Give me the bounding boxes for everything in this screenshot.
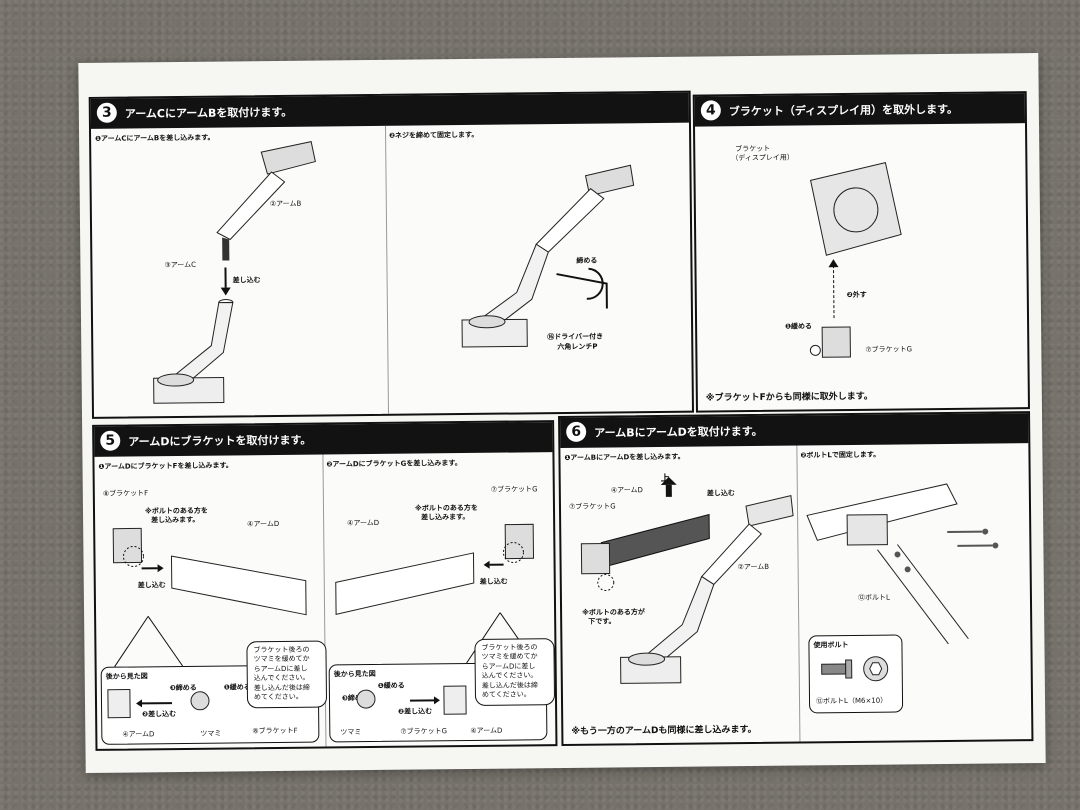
- step3-sub2: ❷ネジを締めて固定します。 締める ⑯ドライバー付き 六角レンチP: [385, 123, 690, 414]
- instruction-callout-f: ブラケット後ろの ツマミを緩めてか らアームDに差し 込んでください。 差し込ん…: [246, 640, 328, 708]
- bracket-g-insert-illustration: [335, 523, 536, 664]
- step6-title: アームBにアームDを取付けます。: [594, 424, 763, 440]
- step6-panel: 6 アームBにアームDを取付けます。 ❶アームBにアームDを差し込みます。 ④ア…: [558, 411, 1034, 747]
- step5-sub2: ❷アームDにブラケットGを差し込みます。 ⑦ブラケットG ※ボルトのある方を 差…: [322, 452, 556, 746]
- step5-number: 5: [100, 430, 121, 451]
- callout-g-line-6: めてください。: [481, 690, 531, 700]
- step3-panel: 3 アームCにアームBを取付けます。 ❶アームCにアームBを差し込みます。 ②ア…: [88, 90, 695, 419]
- step4-panel: 4 ブラケット（ディスプレイ用）を取外します。 ブラケット （ディスプレイ用） …: [692, 91, 1030, 413]
- callout-f-line-6: めてください。: [253, 692, 303, 702]
- instruction-sheet: 3 アームCにアームBを取付けます。 ❶アームCにアームBを差し込みます。 ②ア…: [78, 52, 1046, 774]
- used-bolt-box: 使用ボルト ⑫ボルトL（M6×10）: [808, 634, 904, 714]
- rear-view-g: 後から見た図 ❸締める ❶緩める ❷差し込む ツマミ ⑦ブラケットG ④アームD: [328, 662, 548, 743]
- tighten-label: 締める: [576, 256, 598, 265]
- step5-panel: 5 アームDにブラケットを取付けます。 ❶アームDにブラケットFを差し込みます。…: [92, 420, 558, 751]
- insert-label: 差し込む: [232, 276, 261, 285]
- screw-tighten-illustration: [461, 164, 635, 348]
- step5-header: 5 アームDにブラケットを取付けます。: [94, 422, 553, 457]
- bolt-l-label: ⑫ボルトL: [857, 593, 890, 602]
- bracket-f-insert-illustration: [112, 527, 307, 667]
- bolt-spec-label: ⑫ボルトL（M6×10）: [815, 696, 888, 706]
- knob-illustration-g: [356, 685, 467, 715]
- step3-sub1: ❶アームCにアームBを差し込みます。 ②アームB 差し込む ③アームC: [90, 125, 389, 417]
- step5-sub1: ❶アームDにブラケットFを差し込みます。 ⑧ブラケットF ※ボルトのある方を 差…: [94, 454, 328, 749]
- step4-note: ※ブラケットFからも同様に取外します。: [705, 391, 873, 404]
- step6-sub1: ❶アームBにアームDを差し込みます。 ④アームD 上 差し込む ⑦ブラケットG …: [560, 445, 801, 745]
- bolt-fix-illustration: [806, 483, 999, 645]
- arm-c-label: ③アームC: [164, 260, 197, 270]
- knob-illustration-f: [107, 689, 210, 719]
- loosen-label: ❶緩める: [785, 322, 813, 331]
- display-bracket-illustration: [809, 161, 902, 358]
- bracket-g-label: ⑦ブラケットG: [865, 345, 913, 354]
- arm-b-d-illustration: [580, 476, 794, 684]
- bolt-icon: [821, 656, 889, 682]
- step5-title: アームDにブラケットを取付けます。: [128, 433, 312, 449]
- wrench-label-1: ⑯ドライバー付き: [547, 332, 604, 342]
- step6-number: 6: [566, 421, 587, 442]
- step6-header: 6 アームBにアームDを取付けます。: [560, 413, 1029, 449]
- step3-number: 3: [96, 102, 117, 123]
- step6-sub2: ❷ボルトLで固定します。 ⑫ボルトL 使用ボルト: [796, 443, 1029, 741]
- rear-view-f: 後から見た図 ❸締める ❶緩める ❷差し込む ④アームD ツマミ ⑧ブラケットF: [100, 664, 320, 745]
- step3-title: アームCにアームBを取付けます。: [124, 105, 293, 121]
- arm-b-label: ②アームB: [269, 199, 302, 209]
- instruction-callout-g: ブラケット後ろの ツマミを緩めてか らアームDに差し 込んでください。 差し込ん…: [474, 638, 556, 706]
- remove-label: ❷外す: [846, 290, 867, 300]
- wrench-label-2: 六角レンチP: [557, 342, 598, 352]
- arm-c-b-illustration: [153, 141, 316, 404]
- step6-note: ※もう一方のアームDも同様に差し込みます。: [571, 724, 757, 737]
